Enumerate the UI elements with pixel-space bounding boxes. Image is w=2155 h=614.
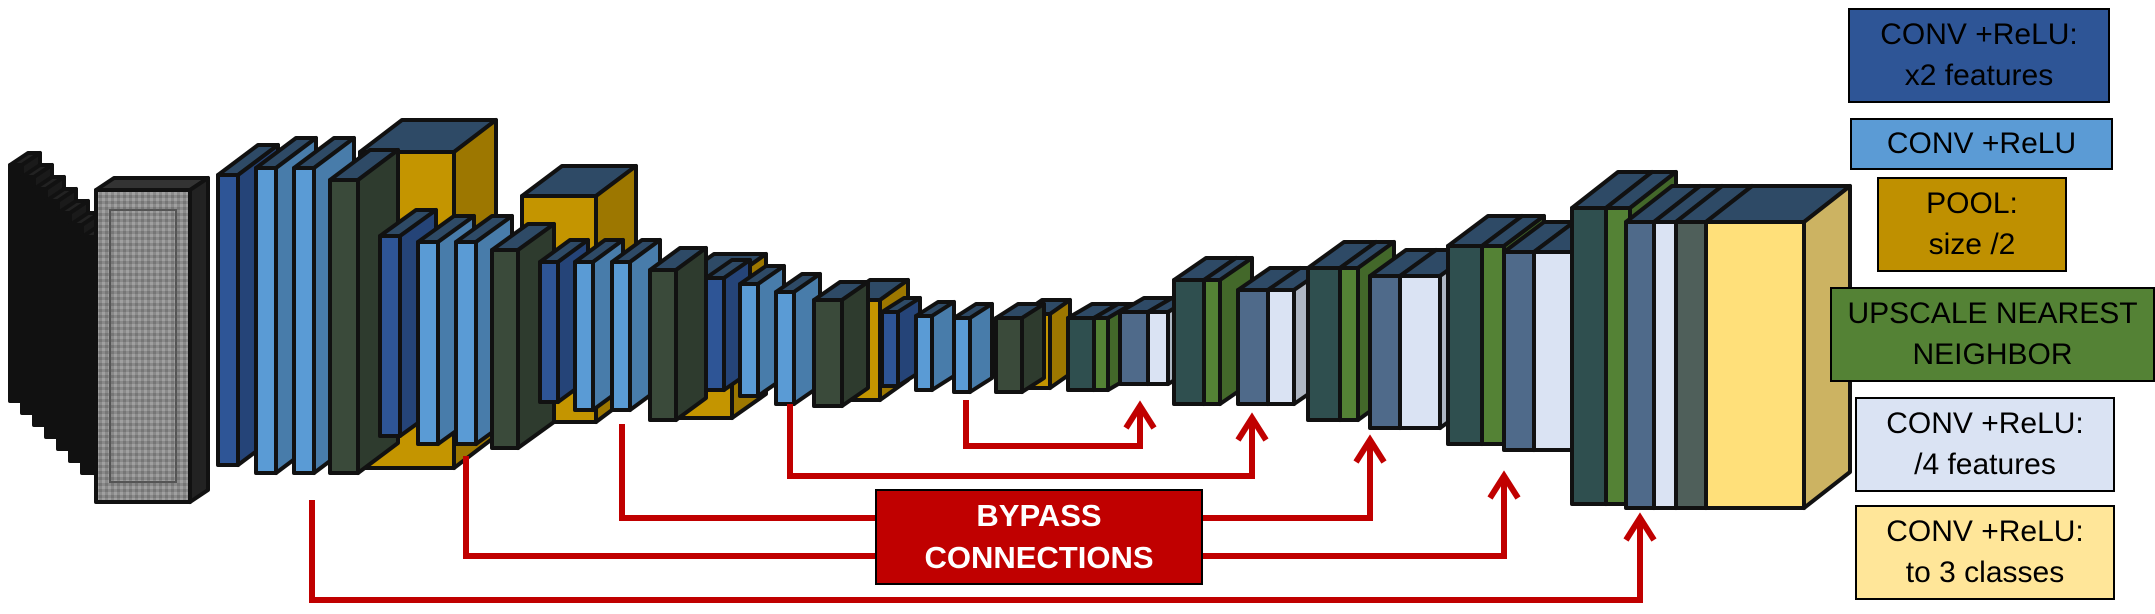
encoder-conv-layer-8-front-face (490, 248, 520, 450)
bypass-arrow-2 (787, 404, 1255, 479)
encoder-conv-layer-19-side-face (968, 302, 994, 394)
encoder-conv-layer-10-front-face (573, 260, 595, 412)
bypass-arrowhead-5 (1623, 512, 1657, 542)
encoder-conv-layer-13-front-face (704, 276, 726, 392)
input-slice-front-face (80, 235, 96, 475)
decoder-layer-3-front-face (1118, 310, 1150, 386)
bypass-arrow-4b (1203, 478, 1507, 559)
legend-label: UPSCALE NEAREST (1847, 297, 2138, 330)
legend-conv-div4-features: CONV +ReLU: /4 features (1855, 397, 2115, 492)
legend-label: CONV +ReLU: (1880, 18, 2078, 51)
encoder-conv-layer-6-front-face (416, 240, 440, 446)
encoder-conv-layer-16 (812, 280, 870, 408)
decoder-layer-20-front-face (1652, 220, 1678, 510)
legend-label: CONV +ReLU (1886, 126, 2077, 160)
input-image-side-face (188, 176, 210, 504)
decoder-layer-5-front-face (1172, 278, 1206, 406)
encoder-conv-layer-17-front-face (880, 310, 900, 388)
decoder-layer-4-front-face (1146, 310, 1170, 386)
encoder-conv-layer-15-front-face (774, 290, 796, 406)
decoder-layer-14-front-face (1480, 244, 1506, 446)
legend-conv-x2-features: CONV +ReLU: x2 features (1848, 8, 2110, 103)
encoder-conv-layer-20-front-face (994, 316, 1024, 394)
encoder-conv-layer-9-front-face (538, 260, 560, 404)
bypass-arrow-3b (1203, 442, 1373, 521)
encoder-conv-layer-12 (648, 246, 708, 422)
legend-label: CONV +ReLU: (1886, 407, 2084, 440)
bypass-connection-arrows (309, 400, 1657, 603)
decoder-layer-16-front-face (1532, 250, 1576, 452)
decoder-layers (1066, 170, 1852, 510)
encoder-conv-layer-18-side-face (930, 300, 956, 392)
encoder-conv-layer-18-front-face (914, 314, 934, 392)
bypass-label-line2: CONNECTIONS (924, 540, 1154, 575)
legend-label: CONV +ReLU: (1886, 515, 2084, 548)
encoder-conv-layer-20 (994, 302, 1046, 394)
legend-label: to 3 classes (1905, 555, 2065, 589)
encoder-conv-layer-18 (914, 300, 956, 392)
encoder-conv-layer-12-front-face (648, 268, 678, 422)
bypass-arrowhead-4 (1487, 470, 1521, 500)
decoder-layer-13-front-face (1446, 244, 1484, 446)
bypass-arrow-4a (463, 456, 875, 559)
bypass-arrow-3a (619, 424, 875, 521)
legend-upscale-nearest-neighbor: UPSCALE NEAREST NEIGHBOR (1830, 287, 2155, 382)
encoder-conv-layer-3-front-face (292, 166, 316, 475)
legend-conv-to-classes: CONV +ReLU: to 3 classes (1855, 505, 2115, 600)
legend-pool: POOL: size /2 (1877, 177, 2067, 272)
encoder-conv-layer-7-front-face (454, 240, 478, 446)
encoder-conv-layer-19-front-face (952, 316, 972, 394)
encoder-conv-layer-20-side-face (1020, 302, 1046, 394)
legend-label: POOL: (1926, 187, 2018, 220)
decoder-layer-2-front-face (1092, 316, 1110, 392)
bypass-arrow-5 (309, 500, 1643, 603)
bypass-arrow-1 (963, 400, 1143, 449)
encoder-conv-layer-12-side-face (674, 246, 708, 422)
decoder-layer-21-front-face (1674, 220, 1708, 510)
legend-label: x2 features (1904, 58, 2054, 92)
decoder-layer-15-front-face (1502, 250, 1536, 452)
input-image-detail (109, 209, 177, 483)
encoder-conv-layer-16-front-face (812, 298, 844, 408)
encoder-conv-layer-5-front-face (378, 234, 402, 438)
decoder-layer-1-front-face (1066, 316, 1096, 392)
bypass-connections-label: BYPASS CONNECTIONS (875, 489, 1203, 585)
input-image-front-face (94, 188, 192, 504)
encoder-conv-layer-4-front-face (328, 178, 360, 475)
bypass-arrowhead-3 (1353, 434, 1387, 464)
legend-label: /4 features (1914, 447, 2056, 481)
legend-label: NEIGHBOR (1912, 337, 2073, 371)
decoder-layer-7-front-face (1236, 288, 1270, 406)
encoder-conv-layer-11-front-face (610, 260, 632, 412)
encoder-layers (216, 118, 1072, 475)
encoder-conv-layer-1-front-face (216, 173, 240, 467)
input-image-stack (8, 151, 210, 504)
encoder-conv-layer-2-front-face (254, 166, 278, 475)
decoder-layer-22-front-face (1704, 220, 1806, 510)
decoder-layer-10-front-face (1338, 266, 1360, 422)
bypass-label-line1: BYPASS (976, 498, 1102, 534)
decoder-layer-12-front-face (1398, 274, 1442, 430)
legend-conv-relu: CONV +ReLU (1850, 118, 2113, 170)
bypass-arrowhead-2 (1235, 412, 1269, 442)
decoder-layer-9-front-face (1306, 266, 1342, 422)
decoder-layer-11-front-face (1368, 274, 1402, 430)
decoder-layer-22 (1704, 184, 1852, 510)
encoder-conv-layer-19 (952, 302, 994, 394)
encoder-conv-layer-16-side-face (840, 280, 870, 408)
decoder-layer-6-front-face (1202, 278, 1222, 406)
decoder-layer-17-front-face (1570, 206, 1608, 506)
decoder-layer-19-front-face (1624, 220, 1656, 510)
encoder-conv-layer-14-front-face (738, 282, 760, 398)
legend-label: size /2 (1928, 227, 2016, 261)
decoder-layer-8-front-face (1266, 288, 1296, 406)
bypass-arrowhead-1 (1123, 400, 1157, 430)
